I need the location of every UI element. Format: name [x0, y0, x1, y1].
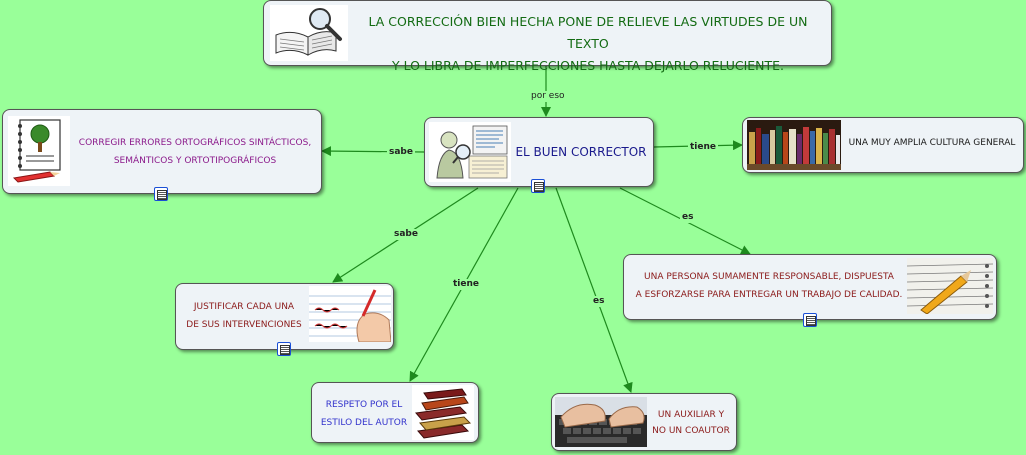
link-label-por-eso: por eso [529, 91, 567, 102]
book-magnifier-icon [270, 5, 348, 61]
link-label-sabe: sabe [387, 147, 415, 158]
node-text-line-2: A ESFORZARSE PARA ENTREGAR UN TRABAJO DE… [635, 290, 903, 300]
concept-node-auxiliar[interactable]: UN AUXILIAR Y NO UN COAUTOR [551, 393, 737, 451]
concept-node-cultura-general[interactable]: UNA MUY AMPLIA CULTURA GENERAL [742, 117, 1024, 173]
keyboard-typing-icon [555, 397, 647, 447]
central-node-title: EL BUEN CORRECTOR [515, 145, 647, 159]
document-resource-icon[interactable] [154, 187, 168, 201]
bookshelf-icon [747, 120, 841, 170]
hand-writing-icon [309, 286, 391, 342]
corrector-reading-icon [429, 122, 511, 182]
document-resource-icon[interactable] [803, 313, 817, 327]
concept-node-persona-responsable[interactable]: UNA PERSONA SUMAMENTE RESPONSABLE, DISPU… [623, 254, 997, 320]
document-resource-icon[interactable] [531, 179, 545, 193]
node-text-line-1: LA CORRECCIÓN BIEN HECHA PONE DE RELIEVE… [368, 14, 808, 51]
link-central-auxiliar [555, 187, 633, 393]
link-label-tiene: tiene [451, 279, 482, 290]
pencil-notebook-icon [907, 258, 993, 314]
node-text: UNA MUY AMPLIA CULTURA GENERAL [848, 138, 1016, 148]
concept-node-respeto-estilo[interactable]: RESPETO POR EL ESTILO DEL AUTOR [311, 382, 479, 443]
book-stack-icon [412, 385, 474, 440]
concept-node-correccion[interactable]: LA CORRECCIÓN BIEN HECHA PONE DE RELIEVE… [263, 0, 832, 73]
node-text-line-1: RESPETO POR EL [325, 400, 403, 410]
node-text-line-1: UN AUXILIAR Y [657, 410, 725, 420]
notebook-pencil-icon [8, 116, 70, 186]
node-text-line-2: NO UN COAUTOR [652, 426, 730, 436]
concept-node-justificar[interactable]: JUSTIFICAR CADA UNA DE SUS INTERVENCIONE… [175, 283, 394, 350]
link-label-tiene: tiene [688, 142, 719, 153]
link-label-sabe: sabe [392, 229, 420, 240]
link-label-es: es [680, 212, 696, 223]
node-text-line-2: ESTILO DEL AUTOR [320, 418, 408, 428]
node-text-line-2: Y LO LIBRA DE IMPERFECCIONES HASTA DEJAR… [391, 58, 785, 73]
node-text-line-2: DE SUS INTERVENCIONES [186, 320, 302, 330]
concept-node-el-buen-corrector[interactable]: EL BUEN CORRECTOR [424, 117, 654, 187]
node-text-line-1: JUSTIFICAR CADA UNA [193, 302, 295, 312]
document-resource-icon[interactable] [277, 342, 291, 356]
node-text-line-1: CORREGIR ERRORES ORTOGRÁFICOS SINTÁCTICO… [78, 138, 312, 148]
node-text-line-2: SEMÁNTICOS Y ORTOTIPOGRÁFICOS [113, 156, 277, 166]
link-label-es: es [591, 296, 607, 307]
concept-node-corregir-errores[interactable]: CORREGIR ERRORES ORTOGRÁFICOS SINTÁCTICO… [2, 109, 322, 194]
node-text-line-1: UNA PERSONA SUMAMENTE RESPONSABLE, DISPU… [644, 272, 894, 282]
